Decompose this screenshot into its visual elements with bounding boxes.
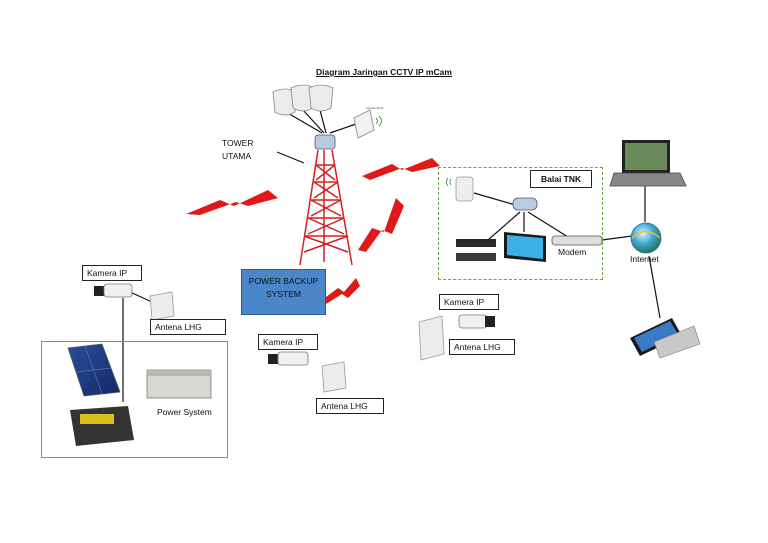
ip-camera-icon	[458, 314, 495, 329]
balai-antenna	[446, 176, 474, 202]
tower-label-line1: TOWER	[222, 138, 254, 148]
power-backup-line1: POWER BACKUP	[248, 276, 319, 286]
diagram-title: Diagram Jaringan CCTV IP mCam	[316, 67, 452, 77]
access-point-antenna: Access Point	[353, 106, 384, 139]
svg-text:Access Point: Access Point	[366, 106, 384, 110]
sector-antennas	[272, 84, 334, 116]
camera-label-left: Kamera IP	[82, 265, 142, 281]
lhg-antenna-icon	[321, 361, 347, 393]
smartphone-icon	[630, 318, 701, 359]
balai-tnk-label: Balai TNK	[530, 170, 593, 188]
power-system-group	[41, 341, 228, 458]
antenna-label-center: Antena LHG	[316, 398, 384, 414]
internet-globe-icon	[630, 222, 662, 254]
internet-label: Internet	[630, 254, 659, 264]
ip-camera-icon	[268, 351, 309, 366]
lhg-antenna-icon	[418, 315, 445, 361]
power-backup-system-box: POWER BACKUP SYSTEM	[241, 269, 326, 315]
ip-camera-icon	[94, 283, 133, 298]
power-system-label: Power System	[157, 407, 212, 417]
antenna-label-right: Antena LHG	[449, 339, 515, 355]
antenna-label-left: Antena LHG	[150, 319, 226, 335]
battery-icon	[146, 369, 212, 399]
main-tower	[299, 149, 353, 266]
balai-tnk-group	[438, 167, 603, 280]
dvr-recorder-icon	[456, 239, 496, 261]
power-backup-line2: SYSTEM	[266, 289, 301, 299]
tower-utama-label: TOWER UTAMA	[222, 137, 253, 163]
modem-label: Modem	[558, 247, 587, 257]
tower-label-line2: UTAMA	[222, 151, 252, 161]
wireless-signal-bolts	[186, 158, 440, 304]
camera-label-right: Kamera IP	[439, 294, 499, 310]
camera-label-center: Kamera IP	[258, 334, 318, 350]
tower-top-switch	[314, 134, 336, 150]
charge-controller-icon	[70, 406, 134, 446]
monitor-icon	[504, 232, 546, 262]
lhg-antenna-icon	[149, 291, 175, 321]
solar-panel-icon	[67, 343, 121, 397]
network-switch-icon	[512, 197, 538, 211]
connection-lines	[122, 109, 661, 402]
laptop-icon	[609, 140, 687, 187]
